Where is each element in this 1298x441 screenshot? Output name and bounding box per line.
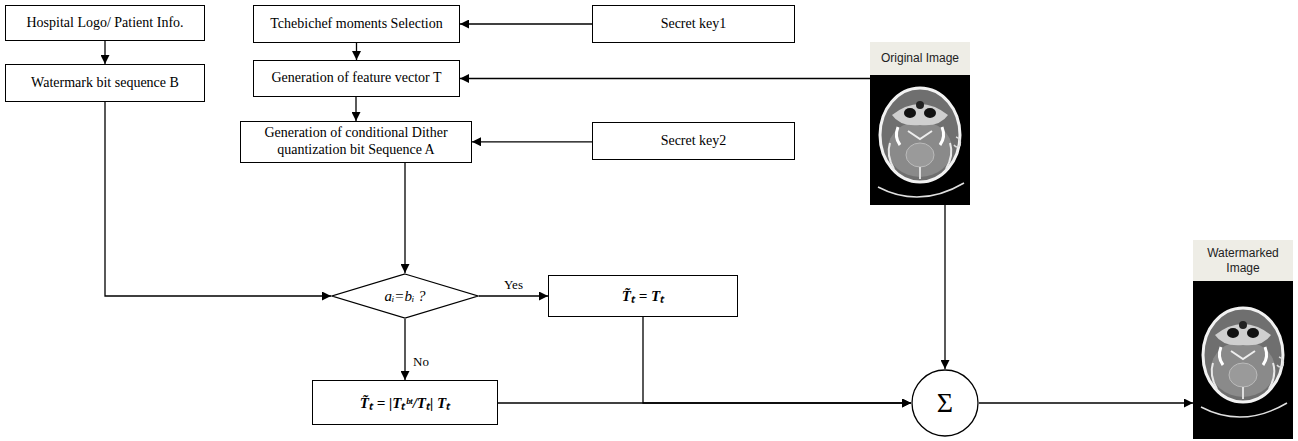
sum-circle: Σ <box>911 369 979 437</box>
connector-arrow <box>472 141 592 142</box>
image-panel: Watermarked Image <box>1193 240 1293 439</box>
process-box: Generation of conditional Dither quantiz… <box>240 121 472 163</box>
connector-arrow <box>479 295 548 296</box>
node-label: Watermark bit sequence B <box>31 75 179 92</box>
node-label: Secret key2 <box>661 133 727 150</box>
decision-diamond: aᵢ=bᵢ ? <box>331 273 479 319</box>
node-label: Tchebichef moments Selection <box>270 16 442 33</box>
process-box: Tchebichef moments Selection <box>253 5 460 43</box>
connector-arrow <box>404 163 405 273</box>
node-label: T̃ₜ = Tₜ <box>622 287 664 305</box>
process-box: Generation of feature vector T <box>253 60 460 97</box>
image-panel: Original Image <box>870 42 970 205</box>
process-box: T̃ₜ = Tₜ <box>548 275 738 317</box>
connector-arrow <box>104 41 105 64</box>
process-box: Secret key2 <box>592 122 795 160</box>
circle-shape <box>912 370 978 436</box>
connector-arrow <box>979 402 1193 403</box>
node-label: Generation of conditional Dither quantiz… <box>247 125 465 159</box>
watermarked-ct-image <box>1193 281 1293 439</box>
connector-arrow <box>460 23 592 24</box>
connector-arrow <box>944 205 945 369</box>
node-label: aᵢ=bᵢ ? <box>384 288 425 305</box>
process-box: T̃ₜ = |Tₜᵇᵗ/Tₜ| Tₜ <box>312 380 498 425</box>
connector-arrow <box>355 97 356 121</box>
process-box: Watermark bit sequence B <box>5 64 205 102</box>
node-label: Σ <box>937 389 953 417</box>
diamond-shape <box>332 274 478 318</box>
edge-label: No <box>411 354 431 370</box>
ct-scan-image <box>870 75 970 205</box>
connector-arrow <box>498 402 911 403</box>
connector-arrow <box>460 78 870 79</box>
node-label: Generation of feature vector T <box>272 70 442 87</box>
node-label: T̃ₜ = |Tₜᵇᵗ/Tₜ| Tₜ <box>360 394 450 412</box>
process-box: Hospital Logo/ Patient Info. <box>5 5 205 41</box>
process-box: Secret key1 <box>592 5 795 43</box>
connector-arrow <box>404 319 405 380</box>
edge-label: Yes <box>502 277 525 293</box>
node-label: Secret key1 <box>661 16 727 33</box>
node-label: Hospital Logo/ Patient Info. <box>26 15 183 32</box>
panel-caption: Original Image <box>870 42 970 75</box>
connector-arrow <box>356 43 357 60</box>
connector-arrow <box>643 317 911 403</box>
panel-caption: Watermarked Image <box>1193 240 1293 281</box>
